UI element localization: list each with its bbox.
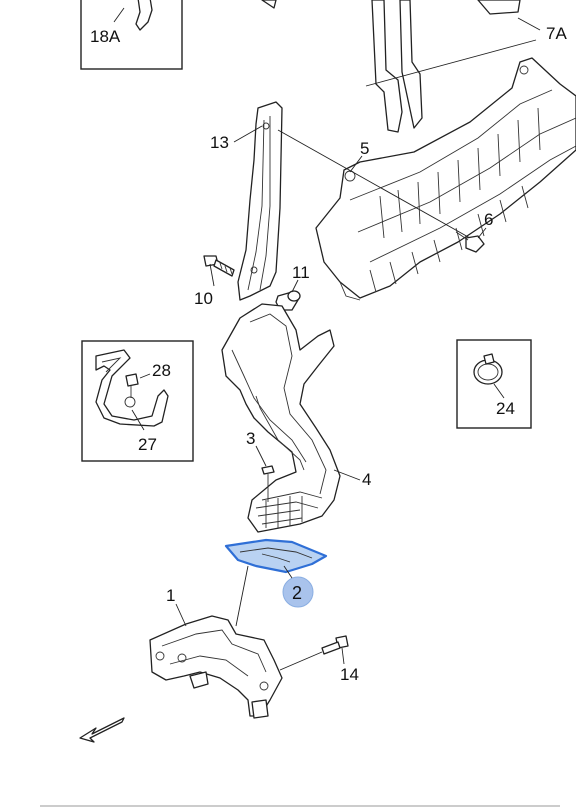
callout-label: 14: [340, 665, 359, 684]
part-1-bracket[interactable]: [149, 615, 283, 719]
part-3-screw[interactable]: [261, 465, 275, 502]
callout-label: 4: [362, 470, 371, 489]
part-6-bolt[interactable]: [455, 231, 485, 253]
inset-box-18a[interactable]: 18A: [80, 0, 183, 70]
part-13-bracket[interactable]: [237, 101, 283, 301]
callout-label: 2: [292, 583, 302, 603]
part-4-air-duct[interactable]: [221, 303, 341, 533]
inset-box-24[interactable]: 24: [456, 339, 532, 429]
part-14-bolt[interactable]: [279, 635, 349, 671]
callout-label: 5: [360, 139, 369, 158]
callout-label: 7A: [546, 24, 567, 43]
arrow-down-left-icon: [79, 717, 125, 743]
callout-label: 13: [210, 133, 229, 152]
callout-label: 11: [292, 263, 310, 282]
part-2-highlighted-seal[interactable]: 2: [224, 538, 328, 608]
callout-label: 18A: [90, 27, 121, 46]
callout-label: 6: [484, 210, 493, 229]
callout-label: 3: [246, 429, 255, 448]
callout-label: 28: [152, 361, 171, 380]
callout-label: 1: [166, 586, 175, 605]
part-2-callout-badge[interactable]: [282, 576, 314, 608]
part-5-radiator-support[interactable]: [261, 0, 576, 301]
callout-label: 10: [194, 289, 213, 308]
callout-label: 27: [138, 435, 157, 454]
part-2-shape: [224, 538, 328, 574]
callout-label: 24: [496, 399, 515, 418]
part-10-bolt[interactable]: [203, 255, 235, 277]
inset-box-27-28[interactable]: 28 27: [81, 340, 194, 462]
